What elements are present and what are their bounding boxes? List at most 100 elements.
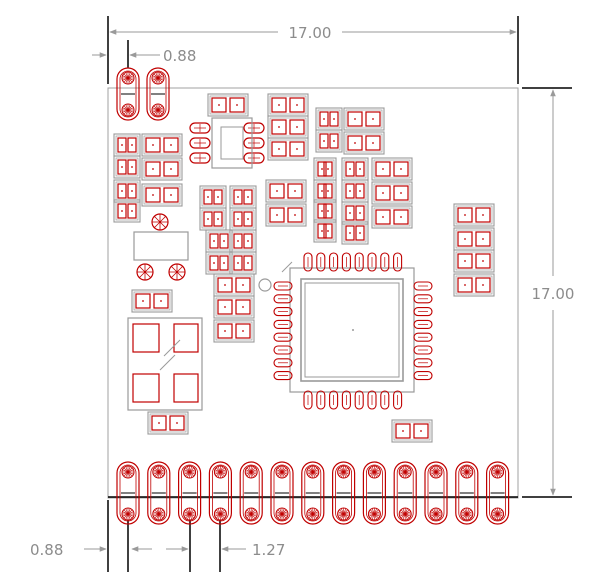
qfn-pad (273, 281, 293, 291)
smd-two-pad-part (213, 273, 255, 297)
smd-two-pad-part (371, 205, 413, 229)
qfn-pad (303, 252, 313, 272)
qfn-pad (273, 371, 293, 381)
bottom-pin-pad (486, 461, 510, 525)
smd-two-pad-part (141, 157, 183, 181)
bottom-pin-pad (116, 461, 140, 525)
smd-two-pad-part (341, 157, 369, 181)
smd-two-pad-part (265, 203, 307, 227)
smd-two-pad-part (229, 251, 257, 275)
smd-two-pad-part (141, 133, 183, 157)
smd-two-pad-part (315, 129, 343, 153)
qfn-pad (413, 281, 433, 291)
dimension-height: 17.00 (522, 87, 575, 498)
bottom-pin-pad (147, 461, 171, 525)
smd-two-pad-part (341, 201, 369, 225)
smd-two-pad-part (313, 219, 337, 243)
qfn-pad (329, 252, 339, 272)
smd-two-pad-part (391, 419, 433, 443)
switch-pad (189, 152, 211, 164)
smd-two-pad-part (267, 93, 309, 117)
smd-two-pad-part (113, 179, 141, 203)
smd-two-pad-part (213, 295, 255, 319)
smd-two-pad-part (343, 107, 385, 131)
qfn-pad (316, 252, 326, 272)
smd-two-pad-part (141, 183, 183, 207)
qfn-ic-footprint (258, 252, 433, 410)
qfn-pad (316, 390, 326, 410)
smd-two-pad-part (313, 179, 337, 203)
smd-two-pad-part (229, 185, 257, 209)
smd-two-pad-part (453, 227, 495, 251)
qfn-pad (354, 252, 364, 272)
bottom-pin-pad (301, 461, 325, 525)
smd-two-pad-part (265, 179, 307, 203)
top-pin-pad (116, 67, 140, 121)
smd-two-pad-part (313, 157, 337, 181)
switch-pad (243, 122, 265, 134)
qfn-pad (273, 319, 293, 329)
crystal-footprint (133, 213, 189, 281)
qfn-pad (380, 390, 390, 410)
qfn-pad (273, 358, 293, 368)
qfn-pad (367, 390, 377, 410)
fiducial-dot (352, 329, 354, 331)
smd-two-pad-part (113, 133, 141, 157)
board-outline (107, 87, 519, 499)
smd-two-pad-part (113, 199, 141, 223)
qfn-pad (413, 358, 433, 368)
switch-pad (189, 137, 211, 149)
smd-two-pad-part (267, 137, 309, 161)
bottom-pin-pad (270, 461, 294, 525)
switch-pad (243, 137, 265, 149)
dimension-pad-edge-top-label: 0.88 (163, 47, 196, 65)
qfn-pad (380, 252, 390, 272)
bottom-pin-pad (362, 461, 386, 525)
qfn-pad (329, 390, 339, 410)
bottom-pin-pad (332, 461, 356, 525)
bottom-pin-pad (393, 461, 417, 525)
dimension-pad-pitch-label: 1.27 (252, 541, 285, 559)
qfn-pad (341, 252, 351, 272)
smd-two-pad-part (199, 207, 227, 231)
qfn-pad (341, 390, 351, 410)
switch-pad (243, 152, 265, 164)
qfn-pad (273, 307, 293, 317)
power-inductor-footprint (127, 317, 203, 411)
dimension-height-label: 17.00 (532, 285, 575, 303)
smd-two-pad-part (205, 229, 233, 253)
qfn-pad (393, 252, 403, 272)
qfn-pad (303, 390, 313, 410)
dimension-width: 17.00 (107, 16, 519, 84)
bottom-pin-pad (178, 461, 202, 525)
qfn-pad (273, 345, 293, 355)
smd-two-pad-part (371, 181, 413, 205)
smd-two-pad-part (453, 203, 495, 227)
bottom-pin-pad (208, 461, 232, 525)
bottom-pin-pad (424, 461, 448, 525)
qfn-pad (413, 332, 433, 342)
top-pin-pads (116, 67, 170, 121)
smd-two-pad-part (315, 107, 343, 131)
smd-two-pad-part (205, 251, 233, 275)
qfn-pad (413, 294, 433, 304)
bottom-pin-row (116, 461, 510, 525)
smd-two-pad-part (207, 93, 249, 117)
smd-two-pad-part (113, 155, 141, 179)
dimension-pad-edge-bottom-label: 0.88 (30, 541, 63, 559)
qfn-pad (273, 294, 293, 304)
qfn-pad (413, 371, 433, 381)
smd-two-pad-part (453, 273, 495, 297)
smd-two-pad-part (131, 289, 173, 313)
tactile-switch-footprint (211, 117, 253, 169)
smd-two-pad-part (341, 221, 369, 245)
smd-two-pad-part (371, 157, 413, 181)
qfn-pad (413, 345, 433, 355)
bottom-pin-pad (239, 461, 263, 525)
qfn-pad (413, 319, 433, 329)
qfn-pad (273, 332, 293, 342)
dimension-pad-edge-top: 0.88 (92, 40, 196, 68)
smd-two-pad-part (453, 249, 495, 273)
dimension-pad-bottom: 0.88 1.27 (30, 500, 285, 572)
